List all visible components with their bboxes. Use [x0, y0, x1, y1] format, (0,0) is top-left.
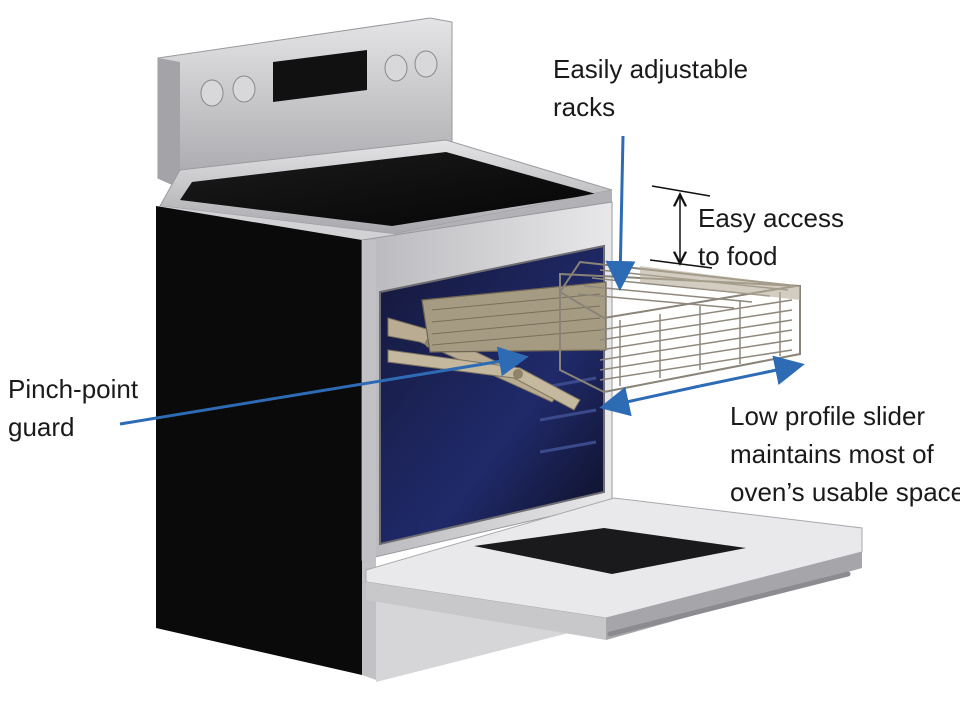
door-handle: [607, 571, 851, 637]
oven-door: [365, 497, 863, 640]
annotation-arrows: [119, 135, 805, 426]
oven-rack: [558, 260, 801, 394]
label-line: to food: [698, 241, 778, 271]
label-line: maintains most of: [730, 439, 934, 469]
label-line: guard: [8, 412, 75, 442]
oven-side-panel: [156, 206, 362, 675]
access-bracket-top: [651, 185, 711, 197]
label-line: Pinch-point: [8, 374, 139, 404]
pinch-guard-arrow: [119, 346, 529, 426]
control-panel: [157, 17, 453, 189]
label-line: Easy access: [698, 203, 844, 233]
slider-arrow-right: [699, 355, 805, 388]
label-low-profile-slider: Low profile slider maintains most of ove…: [730, 397, 960, 511]
label-line: racks: [553, 92, 616, 122]
slider-arrow-left: [599, 384, 701, 417]
label-easy-access: Easy access to food: [698, 199, 844, 275]
label-pinch-point-guard: Pinch-point guard: [8, 370, 138, 446]
control-knob: [200, 50, 438, 107]
label-line: Easily adjustable: [553, 54, 749, 84]
label-line: Low profile slider: [730, 401, 926, 431]
label-line: oven’s usable space: [730, 477, 960, 507]
racks-arrow: [605, 135, 636, 291]
label-adjustable-racks: Easily adjustable racks: [553, 50, 748, 126]
